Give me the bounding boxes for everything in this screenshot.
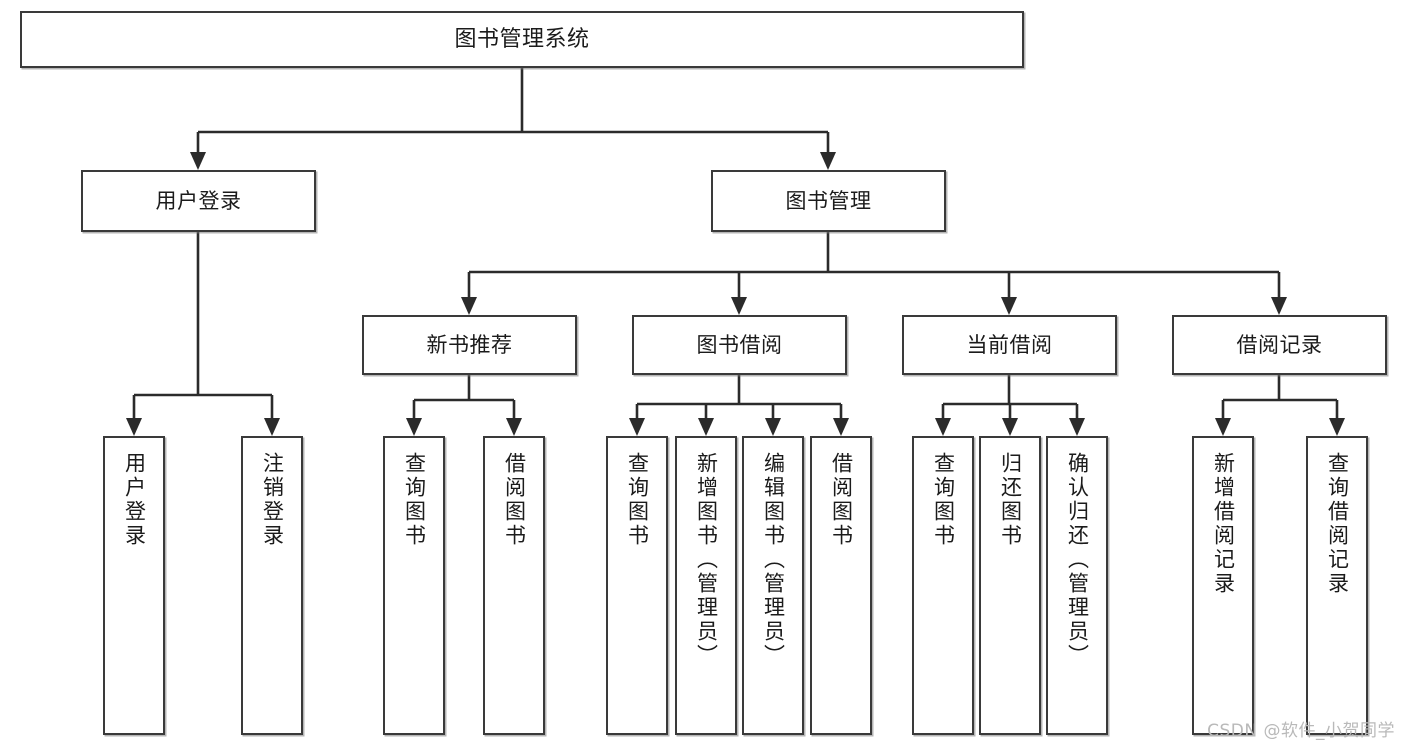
arrowhead-current (1001, 297, 1017, 315)
leaf-current-query-book[interactable]: 查询图书 (912, 436, 974, 735)
arrowhead-leaf-user-login (126, 418, 142, 436)
arrowhead-borrow-leaf2 (698, 418, 714, 436)
arrowhead-newbook-leaf2 (506, 418, 522, 436)
node-label: 新增图书（管理员） (694, 452, 719, 668)
node-borrow-record[interactable]: 借阅记录 (1172, 315, 1387, 375)
arrowhead-current-leaf3 (1069, 418, 1085, 436)
node-label: 查询图书 (625, 452, 650, 548)
node-label: 当前借阅 (966, 332, 1053, 357)
leaf-user-logout[interactable]: 注销登录 (241, 436, 303, 735)
node-book-borrow[interactable]: 图书借阅 (632, 315, 847, 375)
leaf-newbook-borrow-book[interactable]: 借阅图书 (483, 436, 545, 735)
leaf-current-return-book[interactable]: 归还图书 (979, 436, 1041, 735)
node-label: 查询图书 (931, 452, 956, 548)
node-root-book-management-system[interactable]: 图书管理系统 (20, 11, 1024, 68)
arrowhead-borrow-leaf3 (765, 418, 781, 436)
leaf-user-login[interactable]: 用户登录 (103, 436, 165, 735)
node-label: 编辑图书（管理员） (761, 452, 786, 668)
node-label: 借阅记录 (1236, 332, 1323, 357)
node-label: 查询借阅记录 (1325, 452, 1350, 596)
node-label: 用户登录 (155, 188, 242, 213)
arrowhead-record (1271, 297, 1287, 315)
node-book-management[interactable]: 图书管理 (711, 170, 946, 232)
node-new-book-recommend[interactable]: 新书推荐 (362, 315, 577, 375)
leaf-borrow-edit-book-admin[interactable]: 编辑图书（管理员） (742, 436, 804, 735)
leaf-borrow-query-book[interactable]: 查询图书 (606, 436, 668, 735)
node-current-borrow[interactable]: 当前借阅 (902, 315, 1117, 375)
node-label: 归还图书 (998, 452, 1023, 548)
node-label: 借阅图书 (829, 452, 854, 548)
node-label: 图书管理 (785, 188, 872, 213)
node-label: 图书借阅 (696, 332, 783, 357)
arrowhead-newbook-leaf1 (406, 418, 422, 436)
node-label: 确认归还（管理员） (1065, 452, 1090, 668)
leaf-borrow-borrow-book[interactable]: 借阅图书 (810, 436, 872, 735)
node-label: 注销登录 (260, 452, 285, 548)
node-label: 查询图书 (402, 452, 427, 548)
arrowhead-userlogin (190, 152, 206, 170)
node-user-login[interactable]: 用户登录 (81, 170, 316, 232)
node-label: 借阅图书 (502, 452, 527, 548)
leaf-record-query-borrow-record[interactable]: 查询借阅记录 (1306, 436, 1368, 735)
leaf-borrow-add-book-admin[interactable]: 新增图书（管理员） (675, 436, 737, 735)
arrowhead-leaf-user-logout (264, 418, 280, 436)
arrowhead-current-leaf1 (935, 418, 951, 436)
node-label: 图书管理系统 (454, 26, 590, 52)
node-label: 新书推荐 (426, 332, 513, 357)
arrowhead-borrow (731, 297, 747, 315)
node-label: 新增借阅记录 (1211, 452, 1236, 596)
arrowhead-borrow-leaf4 (833, 418, 849, 436)
arrowhead-bookmgmt (820, 152, 836, 170)
leaf-current-confirm-return-admin[interactable]: 确认归还（管理员） (1046, 436, 1108, 735)
node-label: 用户登录 (122, 452, 147, 548)
arrowhead-borrow-leaf1 (629, 418, 645, 436)
arrowhead-newbook (461, 297, 477, 315)
leaf-record-add-borrow-record[interactable]: 新增借阅记录 (1192, 436, 1254, 735)
leaf-newbook-query-book[interactable]: 查询图书 (383, 436, 445, 735)
csdn-watermark: CSDN @软件_小贺同学 (1207, 721, 1395, 741)
arrowhead-current-leaf2 (1002, 418, 1018, 436)
arrowhead-record-leaf2 (1329, 418, 1345, 436)
arrowhead-record-leaf1 (1215, 418, 1231, 436)
